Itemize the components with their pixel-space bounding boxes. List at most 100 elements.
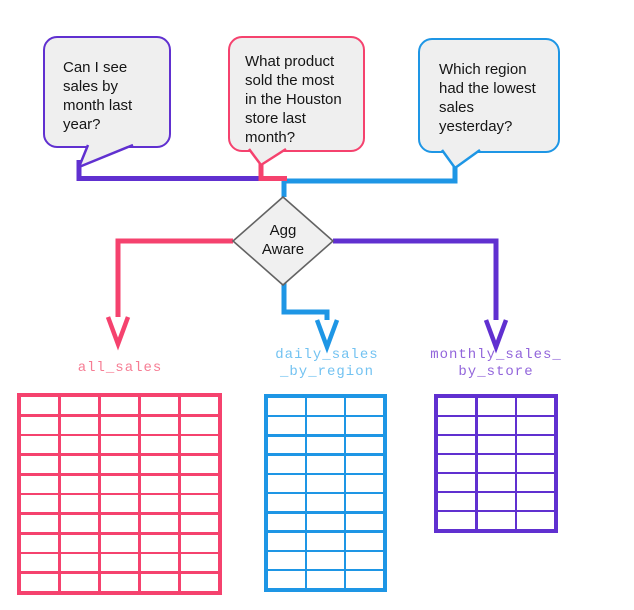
table-cell bbox=[180, 514, 218, 533]
table-cell bbox=[517, 436, 554, 453]
table-cell bbox=[60, 554, 99, 572]
table-cell bbox=[307, 571, 344, 588]
table-cell bbox=[438, 512, 475, 529]
bubble-text-lowest-region: Which region had the lowest sales yester… bbox=[439, 61, 536, 135]
table-cell bbox=[180, 416, 218, 434]
table-cell bbox=[307, 398, 344, 415]
table-cell bbox=[100, 495, 139, 513]
table-cell bbox=[346, 513, 383, 531]
table-cell bbox=[100, 514, 139, 533]
table-cell bbox=[140, 534, 179, 552]
table-cell bbox=[268, 513, 305, 531]
connector-purple bbox=[76, 160, 266, 181]
speech-bubble-lowest-region: Which region had the lowest sales yester… bbox=[418, 38, 560, 153]
arrow-down-pink-icon bbox=[105, 316, 131, 351]
table-cell bbox=[268, 552, 305, 569]
table-cell bbox=[180, 436, 218, 454]
table-cell bbox=[100, 397, 139, 415]
table-cell bbox=[21, 554, 59, 572]
connector-pink bbox=[258, 157, 287, 181]
diamond-label: Agg Aware bbox=[261, 222, 305, 258]
table-daily-sales-by-region bbox=[264, 394, 387, 592]
table-cell bbox=[140, 416, 179, 434]
speech-bubble-houston-product: What product sold the most in the Housto… bbox=[228, 36, 365, 152]
table-cell bbox=[100, 573, 139, 591]
table-cell bbox=[180, 495, 218, 513]
table-cell bbox=[21, 475, 59, 493]
table-cell bbox=[100, 416, 139, 434]
table-cell bbox=[346, 398, 383, 415]
table-cell bbox=[517, 398, 554, 415]
table-cell bbox=[180, 573, 218, 591]
connector-blue bbox=[281, 160, 458, 197]
table-cell bbox=[60, 397, 99, 415]
table-cell bbox=[438, 455, 475, 472]
table-cell bbox=[307, 417, 344, 434]
connector-pink-out bbox=[115, 238, 233, 317]
table-cell bbox=[268, 436, 305, 454]
bubble-tail-purple bbox=[77, 143, 134, 169]
table-cell bbox=[100, 475, 139, 493]
table-cell bbox=[517, 493, 554, 510]
table-cell bbox=[140, 554, 179, 572]
table-cell bbox=[60, 573, 99, 591]
table-cell bbox=[477, 512, 515, 529]
arrow-down-purple-icon bbox=[483, 319, 509, 354]
table-monthly-sales-by-store bbox=[434, 394, 558, 533]
table-cell bbox=[21, 397, 59, 415]
table-cell bbox=[21, 416, 59, 434]
table-cell bbox=[307, 455, 344, 473]
table-cell bbox=[517, 455, 554, 472]
table-cell bbox=[21, 534, 59, 552]
table-cell bbox=[517, 474, 554, 491]
table-cell bbox=[180, 534, 218, 552]
table-cell bbox=[307, 475, 344, 492]
arrow-down-blue-icon bbox=[314, 319, 340, 354]
table-cell bbox=[140, 573, 179, 591]
table-cell bbox=[21, 455, 59, 474]
table-cell bbox=[346, 417, 383, 434]
table-cell bbox=[477, 493, 515, 510]
table-cell bbox=[60, 436, 99, 454]
table-cell bbox=[346, 455, 383, 473]
table-cell bbox=[517, 417, 554, 434]
table-cell bbox=[268, 571, 305, 588]
table-label-monthly-sales-by-store: monthly_sales_ by_store bbox=[430, 347, 562, 380]
table-cell bbox=[140, 495, 179, 513]
table-cell bbox=[140, 397, 179, 415]
table-cell bbox=[477, 417, 515, 434]
table-cell bbox=[438, 417, 475, 434]
table-cell bbox=[140, 436, 179, 454]
connector-purple-out bbox=[333, 238, 499, 320]
table-cell bbox=[140, 455, 179, 474]
table-cell bbox=[346, 552, 383, 569]
table-cell bbox=[438, 436, 475, 453]
bubble-text-houston-product: What product sold the most in the Housto… bbox=[245, 53, 342, 146]
table-cell bbox=[268, 398, 305, 415]
table-cell bbox=[60, 475, 99, 493]
table-cell bbox=[100, 436, 139, 454]
table-cell bbox=[477, 436, 515, 453]
table-cell bbox=[477, 474, 515, 491]
table-cell bbox=[438, 398, 475, 415]
table-cell bbox=[60, 514, 99, 533]
bubble-text-sales-by-month: Can I see sales by month last year? bbox=[63, 59, 133, 133]
table-all-sales bbox=[17, 393, 222, 595]
table-cell bbox=[140, 514, 179, 533]
table-cell bbox=[268, 455, 305, 473]
table-cell bbox=[268, 494, 305, 511]
table-cell bbox=[438, 474, 475, 491]
table-cell bbox=[477, 398, 515, 415]
table-cell bbox=[21, 514, 59, 533]
table-cell bbox=[100, 554, 139, 572]
table-cell bbox=[346, 571, 383, 588]
table-cell bbox=[140, 475, 179, 493]
table-cell bbox=[60, 416, 99, 434]
table-cell bbox=[60, 534, 99, 552]
table-cell bbox=[180, 397, 218, 415]
table-cell bbox=[268, 417, 305, 434]
table-label-all-sales: all_sales bbox=[77, 360, 163, 376]
table-cell bbox=[346, 436, 383, 454]
table-cell bbox=[346, 475, 383, 492]
